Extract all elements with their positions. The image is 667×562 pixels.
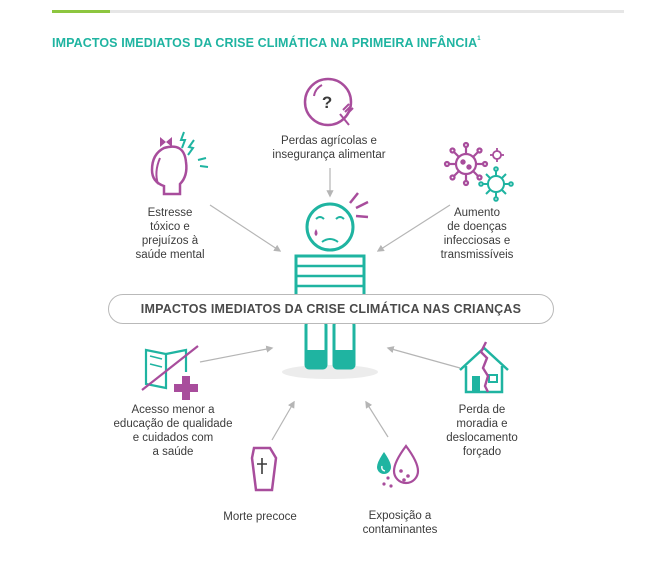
title-footnote-marker: 1 (477, 36, 481, 42)
impact-label-education: Acesso menor a educação de qualidade e c… (113, 404, 233, 458)
impact-label-housing: Perda de moradia e deslocamento forçado (446, 404, 518, 458)
virus-icon (443, 141, 514, 202)
impact-label-death: Morte precoce (223, 511, 297, 523)
arrow-education (199, 345, 274, 363)
drops-icon (377, 444, 420, 488)
arrow-contaminants (365, 400, 389, 438)
connector-arrows (199, 168, 461, 441)
arrow-stress (209, 204, 282, 252)
child-figure-icon (282, 192, 378, 379)
top-rule (52, 10, 624, 13)
impact-label-contaminants: Exposição a contaminantes (362, 510, 438, 536)
center-label-pill: IMPACTOS IMEDIATOS DA CRISE CLIMÁTICA NA… (108, 294, 554, 324)
page-title-text: IMPACTOS IMEDIATOS DA CRISE CLIMÁTICA NA… (52, 36, 478, 50)
coffin-icon (250, 446, 278, 492)
impact-label-disease: Aumento de doenças infecciosas e transmi… (440, 207, 514, 261)
impact-label-food: Perdas agrícolas e insegurança alimentar (272, 135, 386, 161)
stressed-head-icon (150, 131, 209, 196)
arrow-disease (376, 204, 451, 252)
top-rule-accent (52, 10, 110, 13)
book-medical-cross-icon (141, 345, 199, 400)
impact-label-stress: Estresse tóxico e prejuízos à saúde ment… (135, 207, 205, 261)
svg-text:?: ? (322, 93, 332, 112)
center-label: IMPACTOS IMEDIATOS DA CRISE CLIMÁTICA NA… (140, 302, 522, 316)
arrow-death (271, 400, 295, 441)
cracked-house-icon (459, 341, 509, 394)
arrow-housing (386, 346, 461, 369)
plate-fork-question-icon: ? (303, 77, 354, 127)
page-title: IMPACTOS IMEDIATOS DA CRISE CLIMÁTICA NA… (52, 36, 481, 50)
